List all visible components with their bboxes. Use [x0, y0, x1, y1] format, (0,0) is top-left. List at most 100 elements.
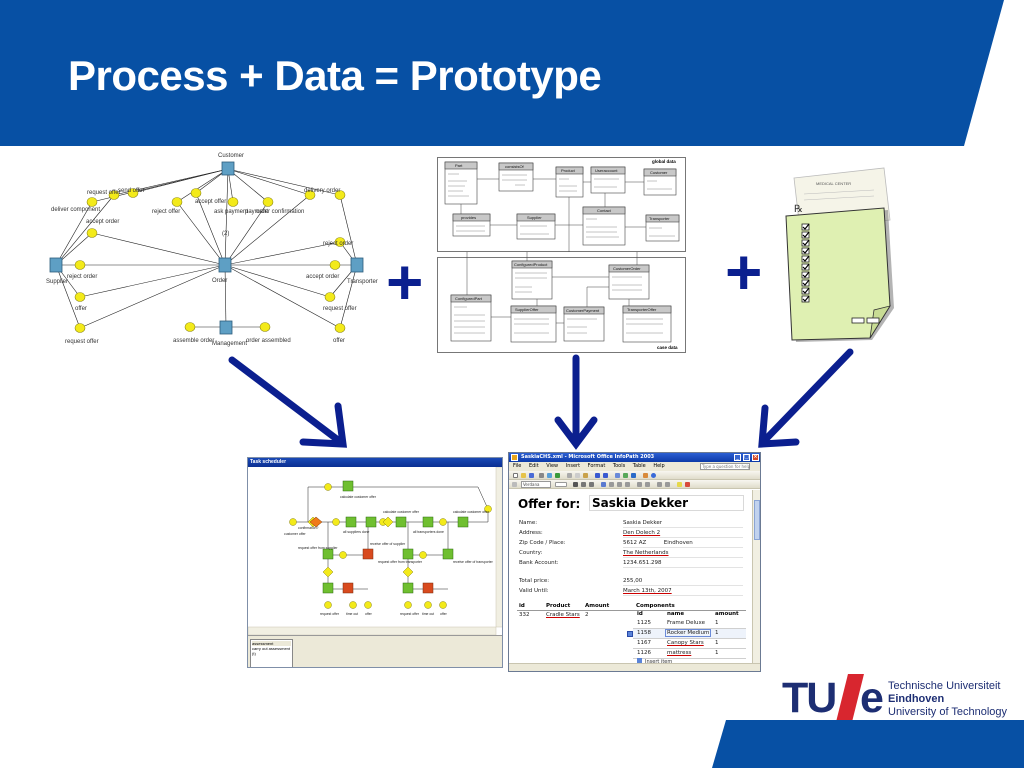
infopath-app-icon: [511, 454, 518, 461]
svg-text:ConfiguredPart: ConfiguredPart: [455, 296, 483, 301]
redo-icon[interactable]: [603, 473, 608, 478]
assessment-item[interactable]: carry out assessment (t): [252, 646, 291, 656]
menu-table[interactable]: Table: [632, 463, 646, 469]
numbering-icon[interactable]: [645, 482, 650, 487]
paste-icon[interactable]: [583, 473, 588, 478]
valid-until-field[interactable]: March 13th, 2007: [623, 587, 743, 596]
component-row[interactable]: 1167 Canopy Stars 1: [633, 639, 746, 649]
row-options-icon[interactable]: [627, 631, 633, 637]
style-icon[interactable]: [512, 482, 517, 487]
svg-text:Part: Part: [455, 163, 463, 168]
new-icon[interactable]: [513, 473, 518, 478]
preview-icon[interactable]: [547, 473, 552, 478]
logo-tu: TU: [782, 674, 837, 722]
design-icon[interactable]: [643, 473, 648, 478]
scheduler-canvas[interactable]: calculate customer offer calculate custo…: [248, 467, 503, 635]
font-select[interactable]: Verdana: [521, 481, 551, 488]
scrollbar-thumb[interactable]: [754, 500, 760, 540]
svg-text:deliver component: deliver component: [51, 207, 100, 213]
menu-format[interactable]: Format: [587, 463, 606, 469]
justify-icon[interactable]: [625, 482, 630, 487]
cut-icon[interactable]: [567, 473, 572, 478]
components-title: Components: [636, 603, 675, 609]
assessment-panel[interactable]: assessment carry out assessment (t): [250, 639, 293, 667]
country-field[interactable]: The Netherlands: [623, 549, 743, 558]
zip-place-field[interactable]: 5612 AZ Eindhoven: [623, 539, 743, 548]
task-scheduler-window[interactable]: Task scheduler: [247, 457, 503, 668]
minimize-button[interactable]: _: [734, 454, 741, 461]
hyperlink-icon[interactable]: [631, 473, 636, 478]
save-icon[interactable]: [529, 473, 534, 478]
order-col-amount: Amount: [585, 603, 610, 609]
maximize-button[interactable]: □: [743, 454, 750, 461]
component-row[interactable]: 1126 mattress 1: [633, 649, 746, 659]
svg-text:receive offer of transporter: receive offer of transporter: [453, 560, 494, 564]
address-field[interactable]: Den Dolech 2: [623, 529, 743, 538]
indent-icon[interactable]: [657, 482, 662, 487]
svg-text:request offer: request offer: [65, 339, 99, 345]
align-right-icon[interactable]: [617, 482, 622, 487]
undo-icon[interactable]: [595, 473, 600, 478]
menu-tools[interactable]: Tools: [612, 463, 626, 469]
close-button[interactable]: ×: [752, 454, 759, 461]
svg-text:reject order: reject order: [323, 241, 353, 247]
svg-text:provides: provides: [461, 215, 476, 220]
svg-text:customer offer: customer offer: [284, 532, 306, 536]
order-col-product: Product: [546, 603, 571, 609]
align-left-icon[interactable]: [601, 482, 606, 487]
table-icon[interactable]: [615, 473, 620, 478]
name-field[interactable]: Saskia Dekker: [623, 519, 743, 528]
svg-text:accept order: accept order: [306, 274, 339, 280]
infopath-menubar: File Edit View Insert Format Tools Table…: [509, 462, 760, 471]
italic-icon[interactable]: [581, 482, 586, 487]
spelling-icon[interactable]: [555, 473, 560, 478]
order-row-id[interactable]: 332: [519, 612, 530, 618]
bullets-icon[interactable]: [637, 482, 642, 487]
outdent-icon[interactable]: [665, 482, 670, 487]
menu-edit[interactable]: Edit: [528, 463, 539, 469]
order-row-product[interactable]: Cradle Stars: [546, 612, 580, 618]
menu-insert[interactable]: Insert: [565, 463, 581, 469]
formatting-toolbar: Verdana: [509, 480, 760, 489]
align-center-icon[interactable]: [609, 482, 614, 487]
vertical-scrollbar[interactable]: [752, 490, 760, 665]
help-icon[interactable]: [651, 473, 656, 478]
svg-text:offer: offer: [440, 612, 448, 616]
bold-icon[interactable]: [573, 482, 578, 487]
case-data-label: case data: [657, 345, 678, 350]
component-row[interactable]: 1125 Frame Deluxe 1: [633, 619, 746, 629]
font-color-icon[interactable]: [685, 482, 690, 487]
assessment-header: assessment: [252, 641, 291, 646]
svg-text:accept offer: accept offer: [195, 199, 226, 205]
total-price-field[interactable]: 255,00: [623, 577, 743, 586]
font-size-select[interactable]: [555, 482, 567, 487]
svg-text:Supplier: Supplier: [527, 215, 542, 220]
menu-file[interactable]: File: [513, 463, 522, 469]
svg-text:reject offer: reject offer: [152, 209, 180, 215]
highlight-icon[interactable]: [677, 482, 682, 487]
print-icon[interactable]: [539, 473, 544, 478]
svg-text:receive offer of supplier: receive offer of supplier: [370, 542, 406, 546]
open-icon[interactable]: [521, 473, 526, 478]
picture-icon[interactable]: [623, 473, 628, 478]
infopath-window[interactable]: SaskiaCHS.xml - Microsoft Office InfoPat…: [508, 452, 761, 672]
order-row-amount[interactable]: 2: [585, 612, 589, 618]
insert-item-icon: [637, 658, 642, 663]
svg-text:request offer: request offer: [400, 612, 420, 616]
infopath-window-title: SaskiaCHS.xml - Microsoft Office InfoPat…: [521, 454, 655, 460]
menu-view[interactable]: View: [546, 463, 559, 469]
customer-name-field[interactable]: Saskia Dekker: [589, 495, 744, 511]
component-row-selected[interactable]: 1158 Rocker Medium 1: [633, 629, 746, 639]
process-diagram: Customer Supplier Order Transporter Mana…: [46, 153, 378, 347]
help-search-input[interactable]: Type a question for help: [700, 463, 751, 470]
copy-icon[interactable]: [575, 473, 580, 478]
logo-line-1: Technische Universiteit: [888, 680, 1001, 692]
svg-text:delivery order: delivery order: [304, 188, 340, 194]
bank-account-field[interactable]: 1234.651.298: [623, 559, 743, 568]
svg-text:Product: Product: [561, 168, 576, 173]
insert-item-link[interactable]: Insert item: [637, 658, 672, 665]
bank-account-label: Bank Account:: [519, 560, 559, 566]
svg-text:offer: offer: [75, 306, 87, 312]
menu-help[interactable]: Help: [653, 463, 665, 469]
underline-icon[interactable]: [589, 482, 594, 487]
